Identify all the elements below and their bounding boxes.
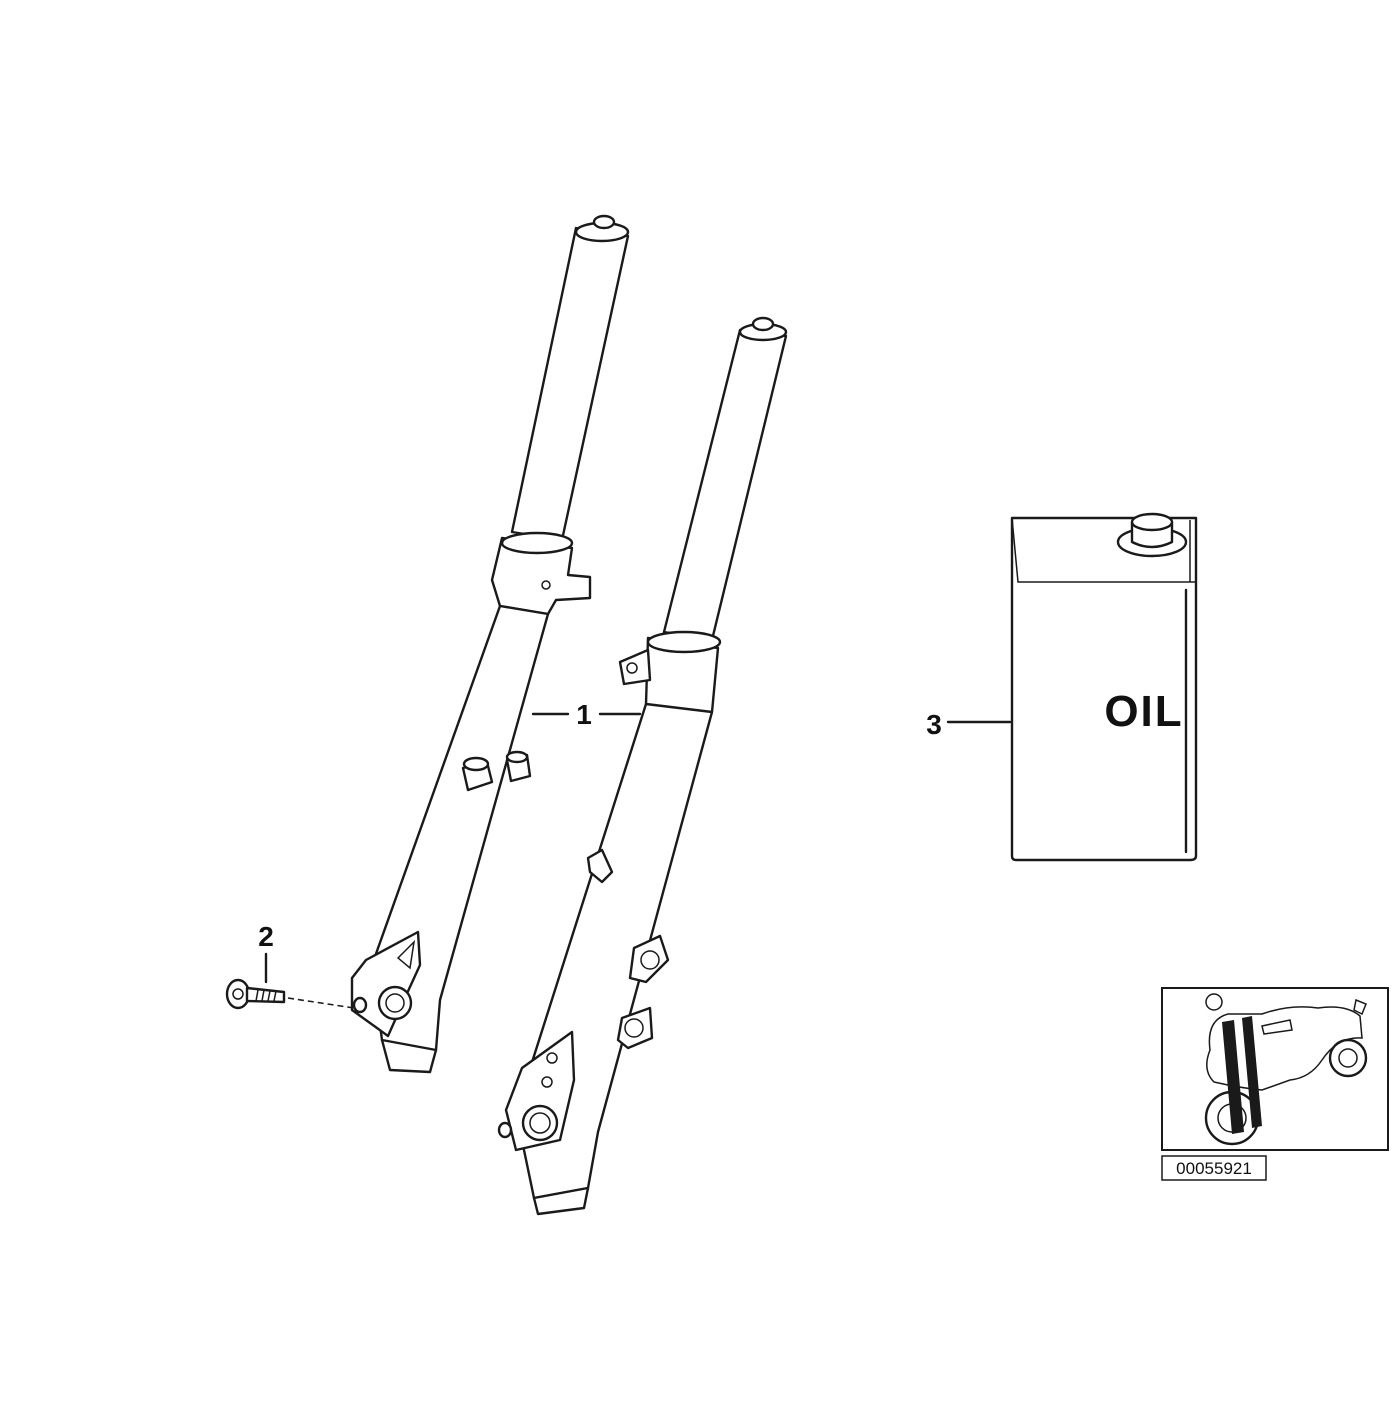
callout-1-label: 1 (576, 699, 592, 730)
left-bushing-b-top (505, 750, 529, 764)
callout-3: 3 (926, 709, 1012, 740)
locator-inset: 00055921 (1161, 987, 1389, 1181)
callout-3-label: 3 (926, 709, 942, 740)
left-fork-clamp (490, 536, 592, 616)
left-axle-bore-inner (385, 993, 405, 1013)
inset-fork-highlight-1 (1222, 1020, 1244, 1134)
inset-mirror (1205, 993, 1223, 1011)
right-stanchion-tube (662, 328, 788, 642)
callout-1: 1 (531, 699, 642, 730)
reference-number: 00055921 (1176, 1159, 1252, 1178)
right-caliper-mount-upper (628, 934, 670, 984)
left-lug-slot (396, 939, 416, 970)
right-top-cap (751, 316, 775, 332)
left-fork-leg (350, 214, 630, 1074)
oil-can-top-edge (1011, 517, 1196, 583)
right-fork-leg (497, 316, 788, 1216)
inset-tail (1353, 998, 1367, 1016)
inset-seat (1261, 1019, 1293, 1035)
motorcycle-icon (1204, 993, 1368, 1146)
inset-rear-hub (1338, 1048, 1358, 1068)
inset-fork-highlight-2 (1242, 1016, 1262, 1128)
left-pinch-hole (352, 996, 368, 1014)
right-caliper-mount-lower (616, 1006, 654, 1050)
right-caliper-mount-lower-hole (624, 1018, 644, 1038)
left-bushing-a-top (462, 756, 490, 772)
right-pinch-hole (497, 1121, 513, 1139)
right-axle-bore-inner (529, 1112, 551, 1134)
reference-number-box (1161, 1155, 1267, 1181)
left-slider-foot (380, 1038, 438, 1074)
bolt-shank (245, 986, 286, 1004)
bolt-head-socket (232, 988, 244, 1000)
callout-2-label: 2 (258, 921, 274, 952)
callout-2: 2 (258, 921, 274, 984)
oil-can-cap-top (1130, 512, 1174, 532)
left-stanchion-tube (510, 226, 630, 542)
right-clamp-hole (626, 662, 638, 674)
left-axle-bore (377, 985, 413, 1021)
right-caliper-mount-upper-hole (640, 950, 660, 970)
oil-can-body (1010, 516, 1198, 862)
oil-can-label: OIL (1104, 687, 1183, 736)
right-lug-hole-a (546, 1052, 558, 1064)
bolt-head (225, 978, 251, 1010)
right-vent-nub (586, 848, 614, 884)
left-seal-ring (500, 531, 574, 555)
right-axle-bore (521, 1104, 559, 1142)
inset-fairing (1206, 1006, 1363, 1091)
bolt-threads (255, 989, 277, 1002)
left-clamp-hole (541, 580, 551, 590)
right-clamp-ear (618, 648, 652, 686)
bolt-assembly-path (287, 997, 355, 1009)
oil-can: OIL (1010, 512, 1198, 862)
right-lug-hole-b (541, 1076, 553, 1088)
left-top-cap (592, 214, 616, 230)
bolt-part (225, 978, 355, 1010)
right-slider-foot (532, 1186, 590, 1216)
right-seal-ring (646, 630, 722, 654)
